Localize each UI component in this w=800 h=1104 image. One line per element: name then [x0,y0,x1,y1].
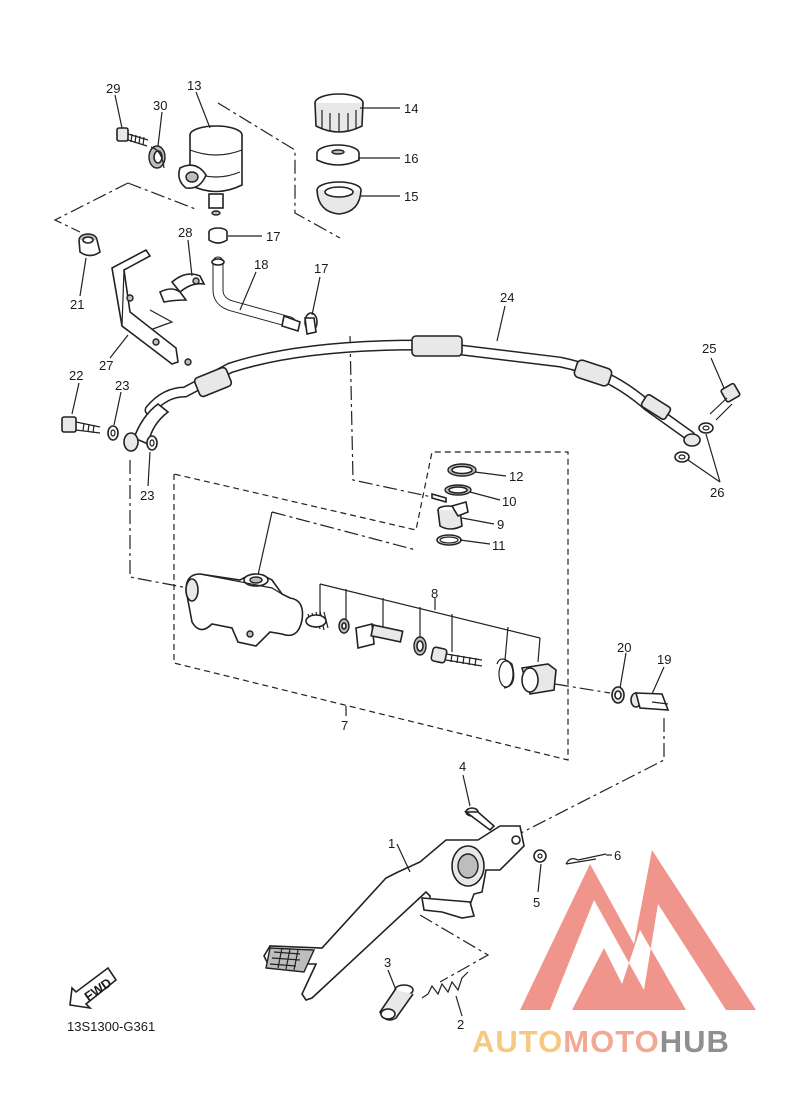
leader-lines [53,102,665,983]
union-bolt-25 [709,382,741,421]
cylinder-kit [305,610,557,695]
label-21: 21 [70,297,84,312]
label-14: 14 [404,101,418,116]
label-22: 22 [69,368,83,383]
label-27: 27 [99,358,113,373]
label-12: 12 [509,469,523,484]
label-7: 7 [341,718,348,733]
reservoir-bracket [111,248,192,366]
label-17-lower: 17 [314,261,328,276]
label-15: 15 [404,189,418,204]
label-24: 24 [500,290,514,305]
hose-clamp-28 [158,273,206,303]
label-28: 28 [178,225,192,240]
label-30: 30 [153,98,167,113]
label-4: 4 [459,759,466,774]
svg-text:AUTOMOTOHUB: AUTOMOTOHUB [472,1024,730,1059]
watermark-auto: AUTO [472,1024,563,1059]
watermark-logo-icon [520,850,756,1010]
collar-21 [78,233,101,257]
brake-hose [123,335,701,452]
brake-pedal [263,825,525,1001]
pivot-bolt-4 [463,807,496,832]
collar-3 [379,984,414,1021]
master-cylinder-body [185,573,304,647]
copper-washer-23b [146,435,158,451]
nut-20 [611,686,625,704]
watermark: AUTOMOTOHUB [472,850,756,1059]
label-11: 11 [492,538,506,553]
label-3: 3 [384,955,391,970]
label-9: 9 [497,517,504,532]
hose-clip-lower [304,312,318,335]
label-17-upper: 17 [266,229,280,244]
watermark-moto: MOTO [563,1024,659,1059]
label-25: 25 [702,341,716,356]
drawing-code: 13S1300-G361 [67,1019,155,1034]
copper-washer-26a [698,422,714,434]
grommet-30 [148,145,166,169]
circlip-12 [447,463,477,477]
reservoir-tank [178,125,243,216]
hose-clip-upper [208,227,228,244]
label-16: 16 [404,151,418,166]
label-1: 1 [388,836,395,851]
label-23-lower: 23 [140,488,154,503]
label-5: 5 [533,895,540,910]
label-18: 18 [254,257,268,272]
label-20: 20 [617,640,631,655]
diaphragm-plate [316,144,360,166]
label-29: 29 [106,81,120,96]
reservoir-cap [314,93,364,133]
return-spring-2 [421,971,469,999]
fwd-arrow-icon: FWD [69,966,118,1010]
o-ring-10 [431,484,472,504]
reservoir-hose [211,256,301,333]
master-cylinder-assembly-outline [173,451,569,761]
o-ring-11 [436,534,462,546]
washer-5 [533,849,547,863]
label-13: 13 [187,78,201,93]
part-labels: 29 30 13 14 16 15 17 17 18 28 21 27 22 2… [69,78,725,1032]
clevis-19 [630,692,670,711]
union-bolt-22 [61,416,101,434]
hose-joint-9 [437,500,469,530]
label-26: 26 [710,485,724,500]
copper-washer-26b [674,451,690,463]
label-19: 19 [657,652,671,667]
diaphragm [316,181,362,215]
label-2: 2 [457,1017,464,1032]
watermark-hub: HUB [660,1024,730,1059]
screw-29 [116,127,149,147]
cotter-pin-6 [565,853,607,865]
label-8: 8 [431,586,438,601]
copper-washer-23a [107,425,119,441]
label-23-upper: 23 [115,378,129,393]
label-6: 6 [614,848,621,863]
label-10: 10 [502,494,516,509]
